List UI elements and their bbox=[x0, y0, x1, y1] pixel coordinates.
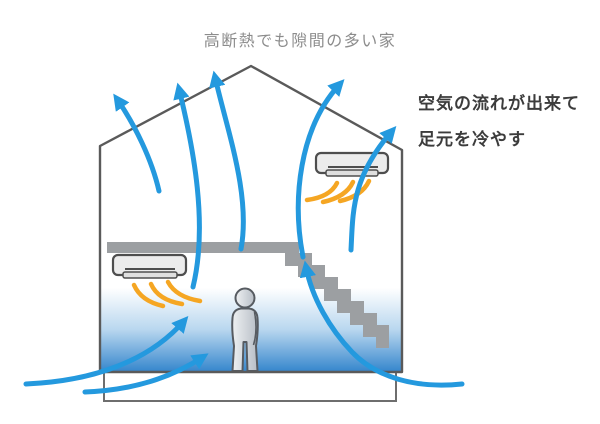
foundation bbox=[103, 371, 397, 402]
house-outline bbox=[98, 64, 404, 374]
ac-airflow-arc bbox=[165, 279, 203, 304]
ac-vent-lower bbox=[122, 271, 178, 279]
person-arm-line bbox=[252, 311, 257, 346]
ac-airflow-arc bbox=[304, 180, 340, 203]
stairwell-draft-arrow bbox=[299, 260, 465, 388]
roof-leak-arrow bbox=[295, 79, 345, 260]
ac-unit-lower bbox=[111, 253, 188, 279]
roof-leak-arrow bbox=[173, 82, 202, 290]
ac-unit-upper bbox=[314, 151, 390, 177]
ac-airflow-lower bbox=[131, 279, 203, 309]
annotation-text: 空気の流れが出来て 足元を冷やす bbox=[418, 86, 580, 158]
roof-leak-arrow bbox=[348, 126, 397, 253]
ac-airflow-arc bbox=[148, 281, 185, 307]
roof-leak-arrow bbox=[113, 93, 162, 194]
ac-vent-upper bbox=[325, 169, 379, 177]
diagram-title: 高断熱でも隙間の多い家 bbox=[203, 33, 397, 50]
person-body bbox=[231, 307, 259, 372]
annotation-line-1: 空気の流れが出来て bbox=[418, 94, 580, 113]
airflow-arrows bbox=[23, 70, 465, 395]
person-head bbox=[234, 287, 256, 309]
floor-inlet-arrow bbox=[23, 316, 189, 387]
person-figure bbox=[231, 287, 259, 372]
ac-airflow-arc bbox=[320, 179, 356, 205]
roof-leak-arrow bbox=[209, 70, 246, 252]
ac-airflow-arc bbox=[131, 282, 166, 309]
annotation-line-2: 足元を冷やす bbox=[418, 130, 526, 149]
floor-inlet-arrow bbox=[82, 353, 209, 395]
